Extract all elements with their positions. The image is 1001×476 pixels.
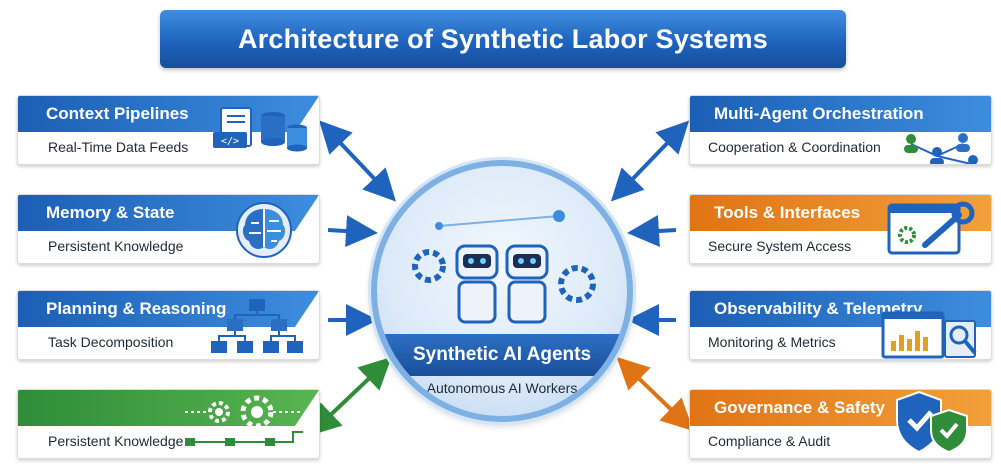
center-hub: Synthetic AI Agents Autonomous AI Worker… [371,160,633,422]
card-title: Tools & Interfaces [714,203,861,222]
card-subtitle: Cooperation & Coordination [708,139,881,155]
brain-icon [233,201,295,259]
card-green-pipeline: Persistent Knowledge [17,389,320,459]
card-subtitle: Task Decomposition [48,334,174,350]
arrow-orchestration [610,120,690,202]
card-governance-safety: Governance & Safety Compliance & Audit [689,389,992,459]
hierarchy-icon [207,297,307,357]
svg-text:</>: </> [221,136,239,147]
card-title: Multi-Agent Orchestration [714,104,924,123]
title-banner: Architecture of Synthetic Labor Systems [160,10,846,68]
card-subtitle: Monitoring & Metrics [708,334,836,350]
page-title: Architecture of Synthetic Labor Systems [238,23,768,54]
gear-pipeline-icon [185,392,305,456]
card-tools-interfaces: Tools & Interfaces Secure System Access [689,194,992,264]
arrow-green [308,356,392,437]
card-multi-agent-orchestration: Multi-Agent Orchestration Cooperation & … [689,95,992,165]
card-title: Observability & Telemetry [714,299,923,318]
card-context-pipelines: Context Pipelines Real-Time Data Feeds <… [17,95,320,165]
card-subtitle: Persistent Knowledge [48,238,184,254]
wrench-screen-icon [887,201,977,259]
card-subtitle: Secure System Access [708,238,852,254]
card-title: Planning & Reasoning [46,299,227,318]
network-people-icon [893,130,985,164]
database-icon: </> [213,102,311,160]
card-title: Context Pipelines [46,104,189,123]
card-subtitle: Real-Time Data Feeds [48,139,189,155]
dashboard-icon [881,311,981,359]
card-title: Memory & State [46,203,175,222]
center-title: Synthetic AI Agents [377,334,627,376]
card-planning-reasoning: Planning & Reasoning Task Decomposition [17,290,320,360]
card-title: Governance & Safety [714,398,886,417]
card-header: Multi-Agent Orchestration [690,96,991,132]
card-subtitle: Compliance & Audit [708,433,831,449]
arrow-context [318,120,397,202]
arrow-tools [627,215,677,248]
card-observability-telemetry: Observability & Telemetry Monitoring & M… [689,290,992,360]
card-subtitle: Persistent Knowledge [48,433,184,449]
card-memory-state: Memory & State Persistent Knowledge [17,194,320,264]
arrow-governance [616,356,694,432]
shield-check-icon [893,390,973,456]
center-subtitle: Autonomous AI Workers [426,380,578,396]
robot-agents-icon [399,196,605,336]
card-header: Planning & Reasoning [18,291,319,327]
arrow-memory [327,215,378,248]
